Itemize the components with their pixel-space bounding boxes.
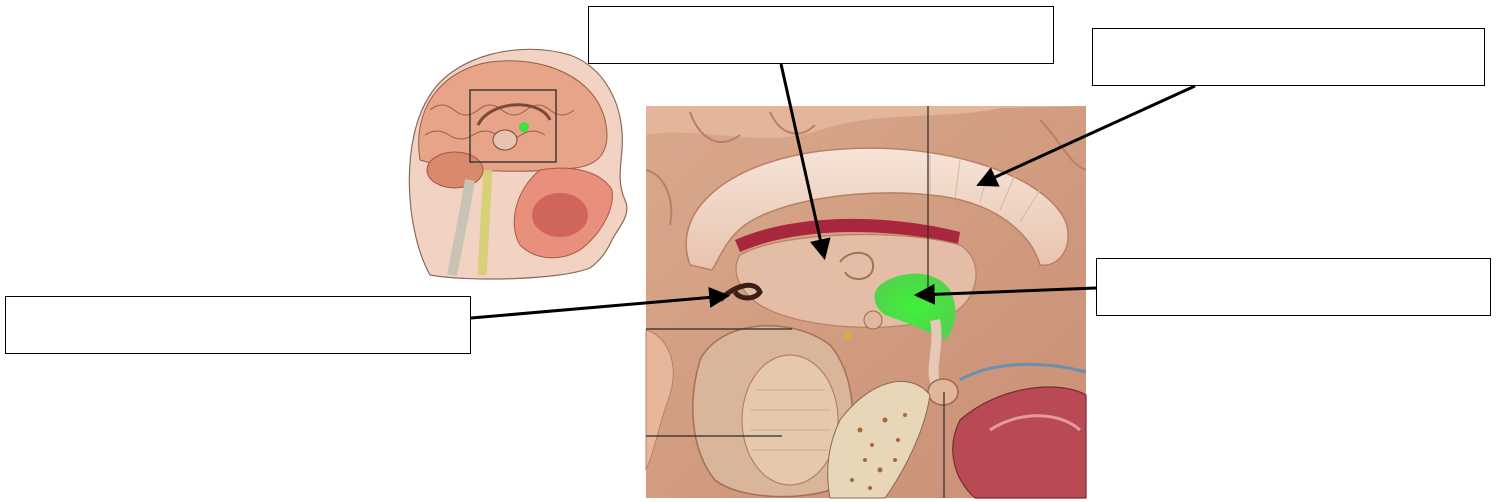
label-box-left-mid[interactable]	[5, 296, 471, 354]
label-box-top-right[interactable]	[1092, 28, 1485, 86]
label-box-top-center[interactable]	[588, 6, 1054, 64]
label-box-right-mid[interactable]	[1096, 258, 1491, 316]
head-sagittal-section-icon	[409, 49, 627, 279]
